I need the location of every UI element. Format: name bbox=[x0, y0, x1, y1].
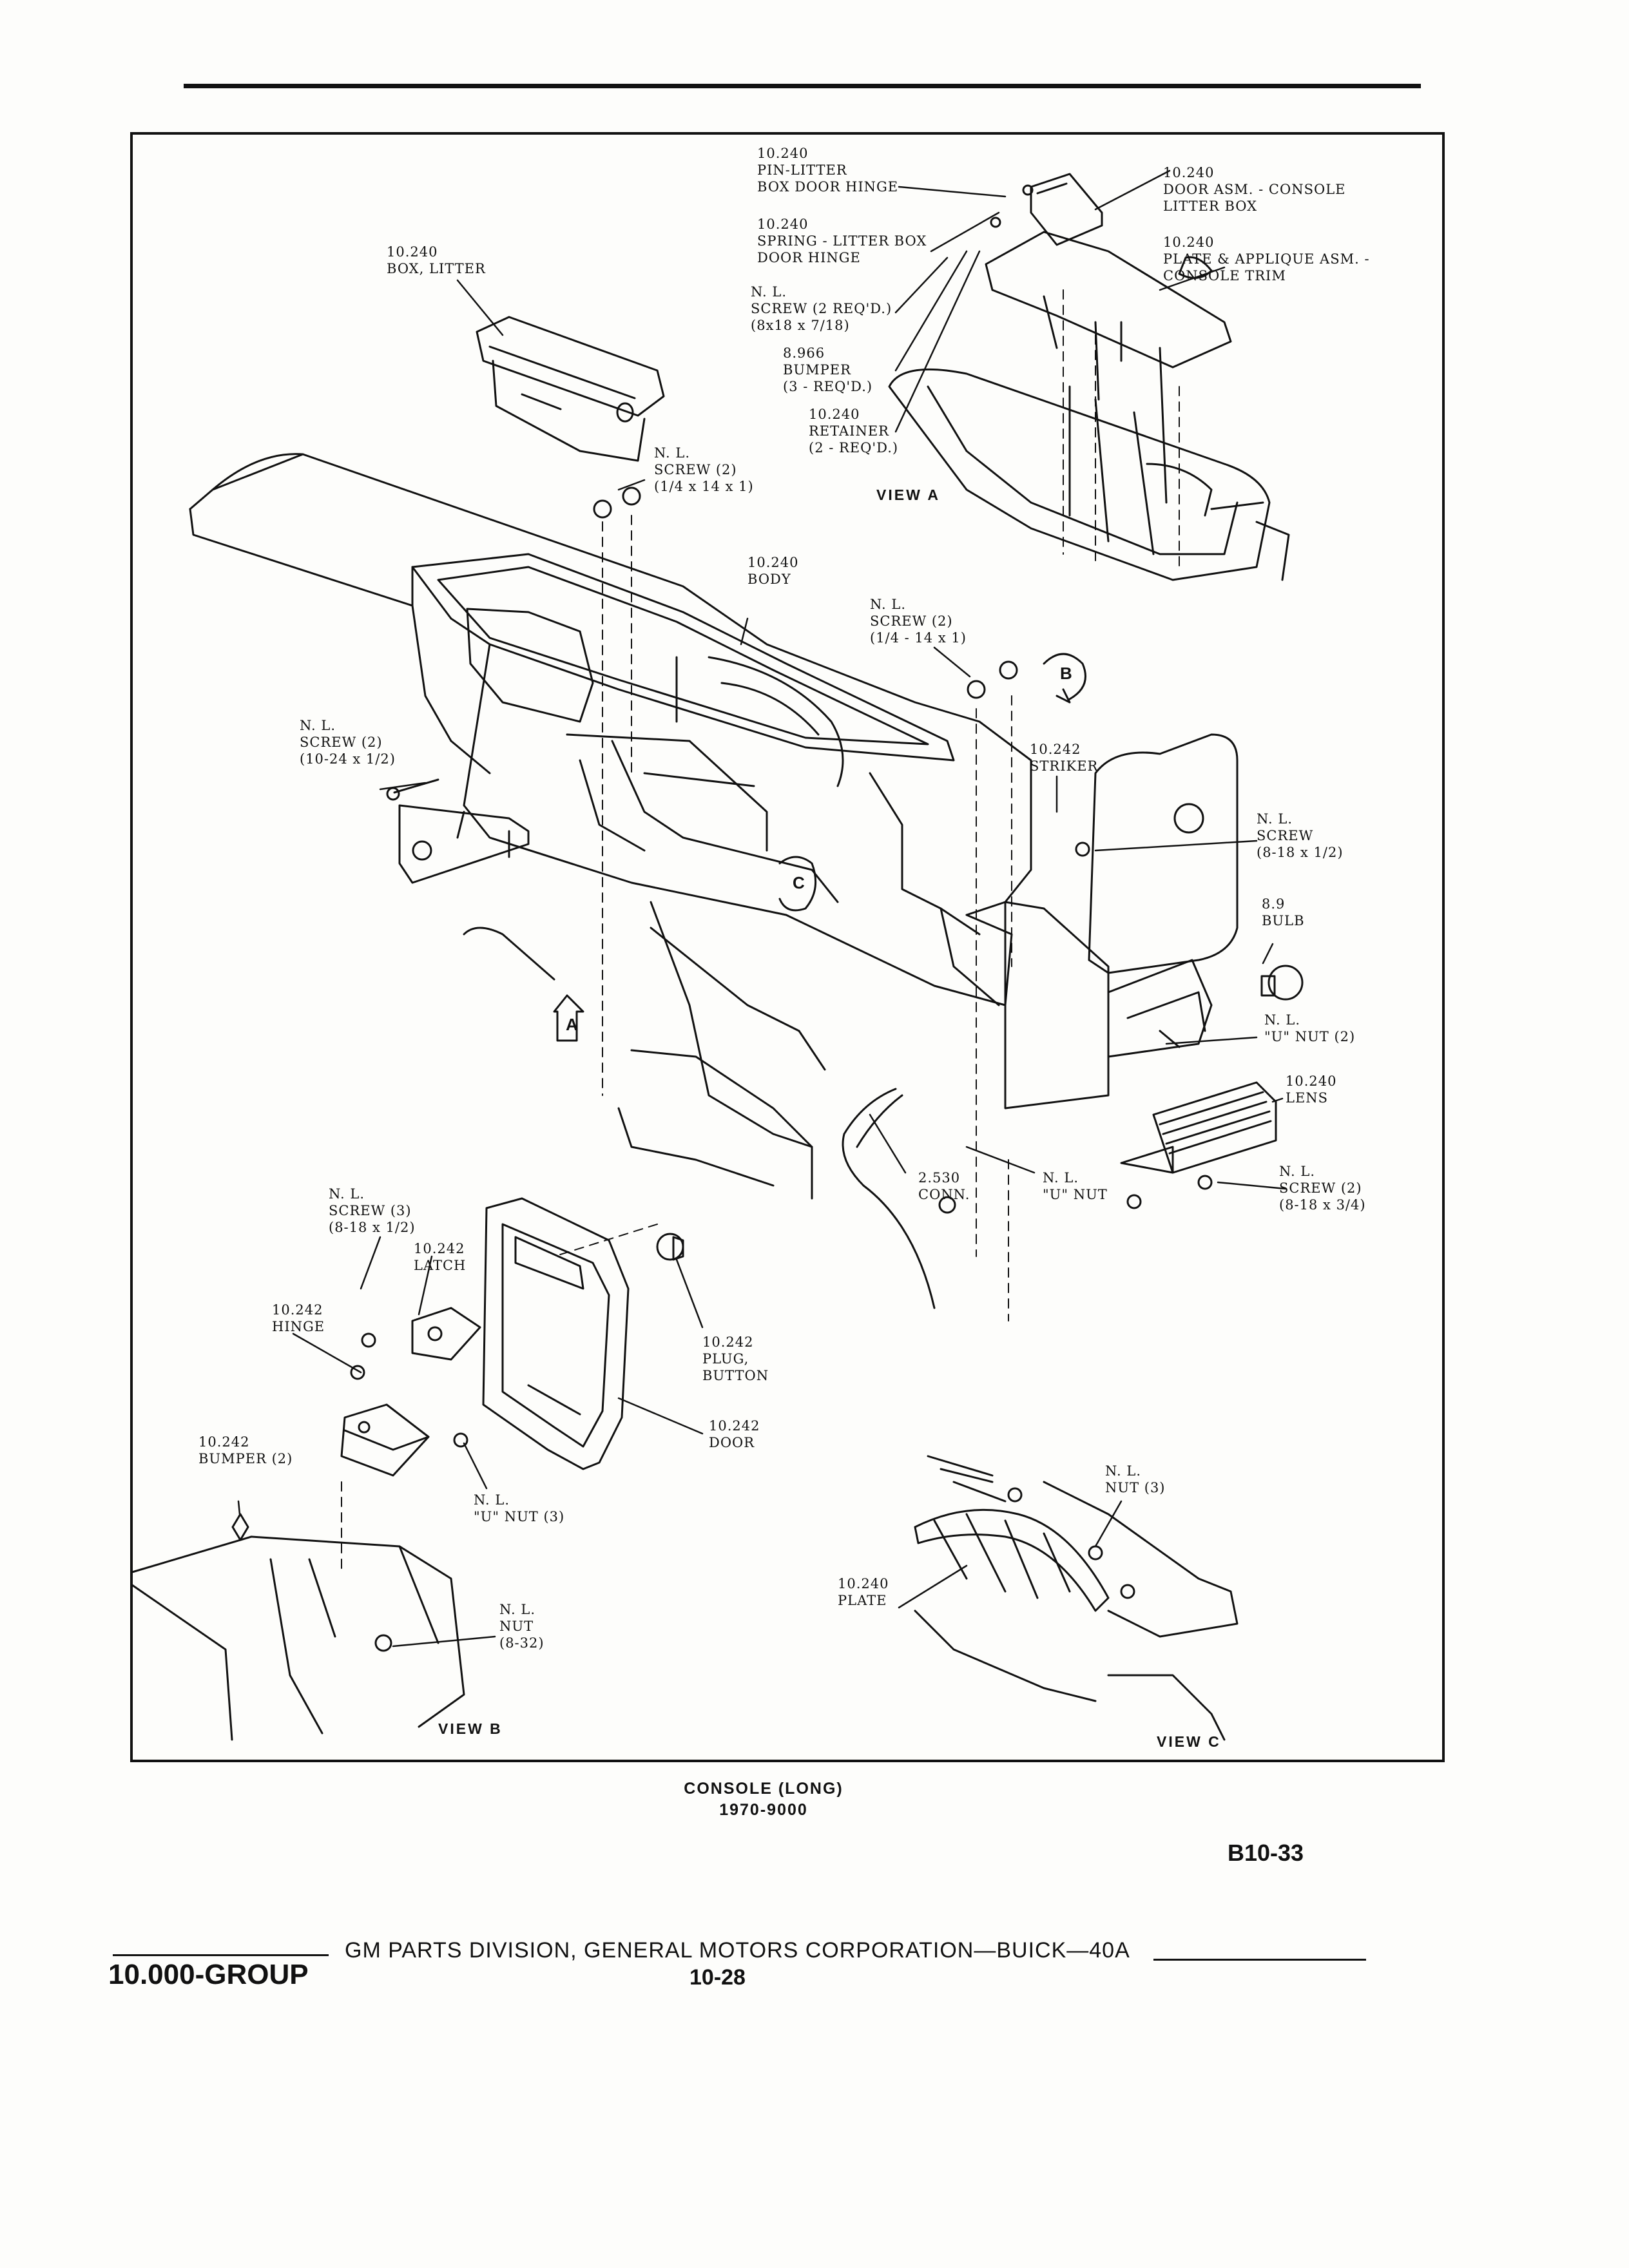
label-conn: 2.530 CONN. bbox=[918, 1170, 970, 1202]
label-plate: 10.240 PLATE bbox=[838, 1576, 889, 1608]
view-a-callout bbox=[553, 994, 584, 1042]
label-plug-button: 10.242 PLUG, BUTTON bbox=[702, 1334, 769, 1383]
footer-division: GM PARTS DIVISION, GENERAL MOTORS CORPOR… bbox=[345, 1938, 1130, 1963]
footer-page-number: 10-28 bbox=[689, 1965, 746, 1990]
view-c-callout bbox=[778, 856, 817, 912]
label-spring: 10.240 SPRING - LITTER BOX DOOR HINGE bbox=[757, 216, 927, 265]
label-screw-8-18-34: N. L. SCREW (2) (8-18 x 3/4) bbox=[1279, 1164, 1366, 1213]
label-screw-3: N. L. SCREW (3) (8-18 x 1/2) bbox=[329, 1186, 416, 1235]
label-pin-litter: 10.240 PIN-LITTER BOX DOOR HINGE bbox=[757, 146, 899, 195]
diagram-frame bbox=[130, 132, 1445, 1762]
forward-section bbox=[398, 804, 826, 1200]
callout-a-letter: A bbox=[566, 1015, 580, 1034]
label-screw-10-24: N. L. SCREW (2) (10-24 x 1/2) bbox=[300, 718, 396, 767]
label-door: 10.242 DOOR bbox=[709, 1418, 760, 1450]
latch-hinge-part bbox=[340, 1307, 481, 1477]
label-u-nut-3: N. L. "U" NUT (3) bbox=[474, 1492, 565, 1524]
bulb-part bbox=[1260, 965, 1304, 1001]
console-body bbox=[189, 453, 1032, 1006]
label-screw-quarter-a: N. L. SCREW (2) (1/4 x 14 x 1) bbox=[654, 445, 754, 494]
view-b-label: VIEW B bbox=[438, 1720, 503, 1737]
fasteners bbox=[231, 184, 1213, 1652]
lens-part bbox=[1120, 1081, 1277, 1174]
label-u-nut: N. L. "U" NUT bbox=[1043, 1170, 1108, 1202]
lamp-housing bbox=[1004, 733, 1239, 1110]
label-striker: 10.242 STRIKER bbox=[1030, 742, 1099, 774]
footer-group: 10.000-GROUP bbox=[108, 1959, 309, 1990]
assembly-lines bbox=[341, 289, 1180, 1573]
label-bumper-2: 10.242 BUMPER (2) bbox=[198, 1434, 293, 1466]
callout-b-letter: B bbox=[1060, 664, 1074, 683]
footer-rule-left bbox=[113, 1954, 329, 1956]
label-door-asm: 10.240 DOOR ASM. - CONSOLE LITTER BOX bbox=[1163, 165, 1346, 214]
view-b-callout bbox=[1043, 653, 1086, 704]
caption-title: CONSOLE (LONG) bbox=[684, 1780, 843, 1798]
plug-button-part bbox=[656, 1233, 684, 1261]
footer-rule-right bbox=[1153, 1959, 1366, 1961]
callout-c-letter: C bbox=[793, 873, 807, 892]
label-retainer: 10.240 RETAINER (2 - REQ'D.) bbox=[809, 407, 899, 456]
label-screw-8-18-half: N. L. SCREW (8-18 x 1/2) bbox=[1257, 811, 1344, 860]
wiring bbox=[842, 1088, 936, 1309]
label-box-litter: 10.240 BOX, LITTER bbox=[387, 244, 486, 276]
label-body: 10.240 BODY bbox=[747, 555, 799, 587]
top-rule bbox=[184, 84, 1421, 88]
litter-box-part bbox=[476, 316, 665, 462]
label-nut-3: N. L. NUT (3) bbox=[1105, 1463, 1166, 1495]
view-a-label: VIEW A bbox=[876, 486, 940, 503]
view-b-floor bbox=[131, 1535, 465, 1741]
label-bulb: 8.9 BULB bbox=[1262, 896, 1305, 928]
label-screw-8x18: N. L. SCREW (2 REQ'D.) (8x18 x 7/18) bbox=[751, 284, 892, 333]
label-plate-applique: 10.240 PLATE & APPLIQUE ASM. - CONSOLE T… bbox=[1163, 235, 1370, 284]
view-c-label: VIEW C bbox=[1157, 1733, 1221, 1750]
label-screw-quarter-b: N. L. SCREW (2) (1/4 - 14 x 1) bbox=[870, 597, 967, 646]
view-c-plate bbox=[914, 1455, 1239, 1741]
label-hinge: 10.242 HINGE bbox=[272, 1302, 325, 1334]
caption-years: 1970-9000 bbox=[719, 1801, 808, 1819]
label-nut-8-32: N. L. NUT (8-32) bbox=[499, 1602, 545, 1651]
label-lens: 10.240 LENS bbox=[1286, 1073, 1337, 1106]
label-latch: 10.242 LATCH bbox=[414, 1241, 467, 1273]
label-u-nut-2: N. L. "U" NUT (2) bbox=[1264, 1012, 1356, 1044]
page-reference: B10-33 bbox=[1228, 1840, 1304, 1866]
label-bumper-8966: 8.966 BUMPER (3 - REQ'D.) bbox=[783, 345, 873, 394]
leader-lines bbox=[237, 169, 1287, 1648]
console-door-part bbox=[482, 1197, 630, 1470]
